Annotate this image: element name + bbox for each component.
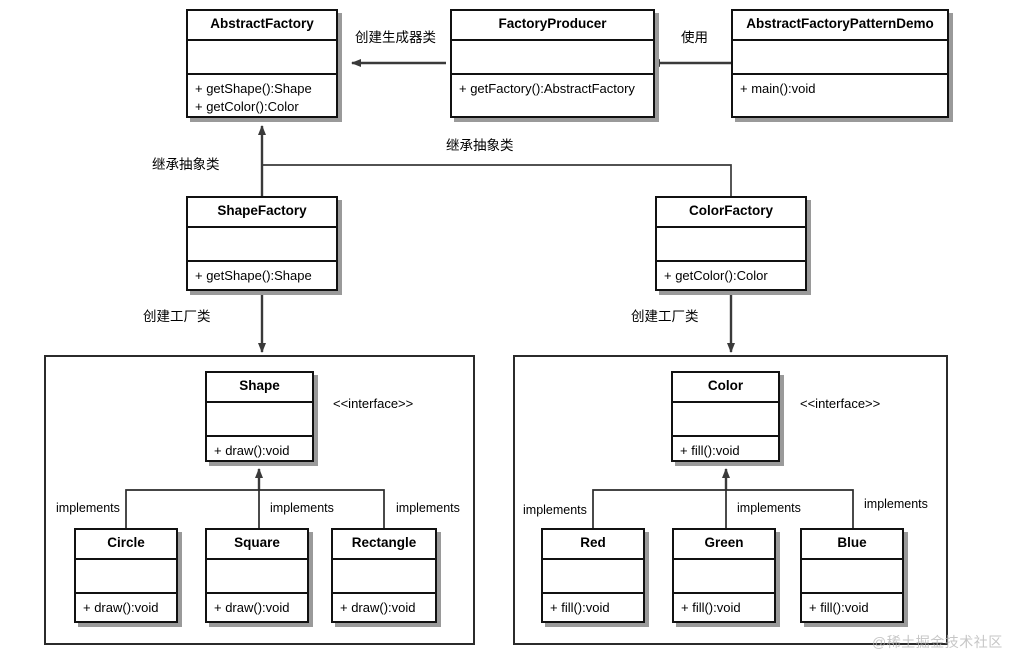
class-box-abstract-factory[interactable]: AbstractFactory + getShape():Shape + get… xyxy=(186,9,338,118)
relation-label-inherit-abstract-right: 继承抽象类 xyxy=(446,138,514,153)
class-operations-circle: + draw():void xyxy=(76,594,176,623)
shape-implementations-group xyxy=(44,355,475,645)
class-box-blue[interactable]: Blue + fill():void xyxy=(800,528,904,623)
class-name-shape-factory: ShapeFactory xyxy=(188,198,336,228)
operation-item: + fill():void xyxy=(680,442,740,458)
class-box-red[interactable]: Red + fill():void xyxy=(541,528,645,623)
operation-item: + fill():void xyxy=(550,599,610,615)
class-operations-shape: + draw():void xyxy=(207,437,312,466)
class-operations-abstract-factory: + getShape():Shape + getColor():Color xyxy=(188,75,336,122)
relation-label-create-factory-left: 创建工厂类 xyxy=(143,309,211,324)
class-box-shape-factory[interactable]: ShapeFactory + getShape():Shape xyxy=(186,196,338,291)
operation-item: + draw():void xyxy=(340,599,416,615)
class-attributes-abstract-factory-pattern-demo xyxy=(733,41,947,75)
class-name-blue: Blue xyxy=(802,530,902,560)
operation-item: + draw():void xyxy=(214,442,290,458)
class-operations-rectangle: + draw():void xyxy=(333,594,435,623)
class-attributes-red xyxy=(543,560,643,594)
class-attributes-shape-factory xyxy=(188,228,336,262)
class-box-green[interactable]: Green + fill():void xyxy=(672,528,776,623)
relation-label-inherit-abstract-left: 继承抽象类 xyxy=(152,157,220,172)
class-name-abstract-factory-pattern-demo: AbstractFactoryPatternDemo xyxy=(733,11,947,41)
class-box-factory-producer[interactable]: FactoryProducer + getFactory():AbstractF… xyxy=(450,9,655,118)
relation-label-implements-shape-1: implements xyxy=(56,501,120,515)
operation-item: + draw():void xyxy=(83,599,159,615)
class-attributes-circle xyxy=(76,560,176,594)
class-attributes-blue xyxy=(802,560,902,594)
class-operations-square: + draw():void xyxy=(207,594,307,623)
class-operations-green: + fill():void xyxy=(674,594,774,623)
class-box-shape[interactable]: Shape + draw():void xyxy=(205,371,314,462)
class-operations-color: + fill():void xyxy=(673,437,778,466)
class-name-abstract-factory: AbstractFactory xyxy=(188,11,336,41)
class-attributes-square xyxy=(207,560,307,594)
class-operations-color-factory: + getColor():Color xyxy=(657,262,805,291)
class-attributes-abstract-factory xyxy=(188,41,336,75)
class-attributes-rectangle xyxy=(333,560,435,594)
relation-label-uses: 使用 xyxy=(681,30,708,45)
operation-item: + fill():void xyxy=(809,599,869,615)
class-name-square: Square xyxy=(207,530,307,560)
class-name-color-factory: ColorFactory xyxy=(657,198,805,228)
class-attributes-shape xyxy=(207,403,312,437)
class-operations-blue: + fill():void xyxy=(802,594,902,623)
operation-item: + getColor():Color xyxy=(664,267,768,283)
class-operations-shape-factory: + getShape():Shape xyxy=(188,262,336,291)
class-box-color-factory[interactable]: ColorFactory + getColor():Color xyxy=(655,196,807,291)
class-operations-factory-producer: + getFactory():AbstractFactory xyxy=(452,75,653,116)
color-implementations-group xyxy=(513,355,948,645)
class-box-color[interactable]: Color + fill():void xyxy=(671,371,780,462)
class-name-factory-producer: FactoryProducer xyxy=(452,11,653,41)
relation-label-create-factory-right: 创建工厂类 xyxy=(631,309,699,324)
relation-label-implements-color-2: implements xyxy=(737,501,801,515)
operation-item: + main():void xyxy=(740,80,816,96)
operation-item: + getFactory():AbstractFactory xyxy=(459,80,635,96)
operation-item: + getShape():Shape xyxy=(195,80,312,96)
stereotype-color-interface: <<interface>> xyxy=(800,396,881,411)
class-name-shape: Shape xyxy=(207,373,312,403)
class-box-rectangle[interactable]: Rectangle + draw():void xyxy=(331,528,437,623)
operation-item: + fill():void xyxy=(681,599,741,615)
class-name-color: Color xyxy=(673,373,778,403)
class-name-rectangle: Rectangle xyxy=(333,530,435,560)
operation-item: + draw():void xyxy=(214,599,290,615)
relation-label-implements-color-3: implements xyxy=(864,497,928,511)
relation-label-implements-color-1: implements xyxy=(523,503,587,517)
class-name-circle: Circle xyxy=(76,530,176,560)
watermark: @稀土掘金技术社区 xyxy=(872,634,1003,650)
relation-label-implements-shape-3: implements xyxy=(396,501,460,515)
relation-label-implements-shape-2: implements xyxy=(270,501,334,515)
class-name-green: Green xyxy=(674,530,774,560)
class-attributes-green xyxy=(674,560,774,594)
class-operations-red: + fill():void xyxy=(543,594,643,623)
class-attributes-color-factory xyxy=(657,228,805,262)
class-name-red: Red xyxy=(543,530,643,560)
relation-label-create-builder: 创建生成器类 xyxy=(355,30,436,45)
stereotype-shape-interface: <<interface>> xyxy=(333,396,414,411)
operation-item: + getShape():Shape xyxy=(195,267,312,283)
class-box-square[interactable]: Square + draw():void xyxy=(205,528,309,623)
class-box-circle[interactable]: Circle + draw():void xyxy=(74,528,178,623)
operation-item: + getColor():Color xyxy=(195,98,299,114)
class-operations-abstract-factory-pattern-demo: + main():void xyxy=(733,75,947,116)
class-attributes-factory-producer xyxy=(452,41,653,75)
class-box-abstract-factory-pattern-demo[interactable]: AbstractFactoryPatternDemo + main():void xyxy=(731,9,949,118)
class-attributes-color xyxy=(673,403,778,437)
